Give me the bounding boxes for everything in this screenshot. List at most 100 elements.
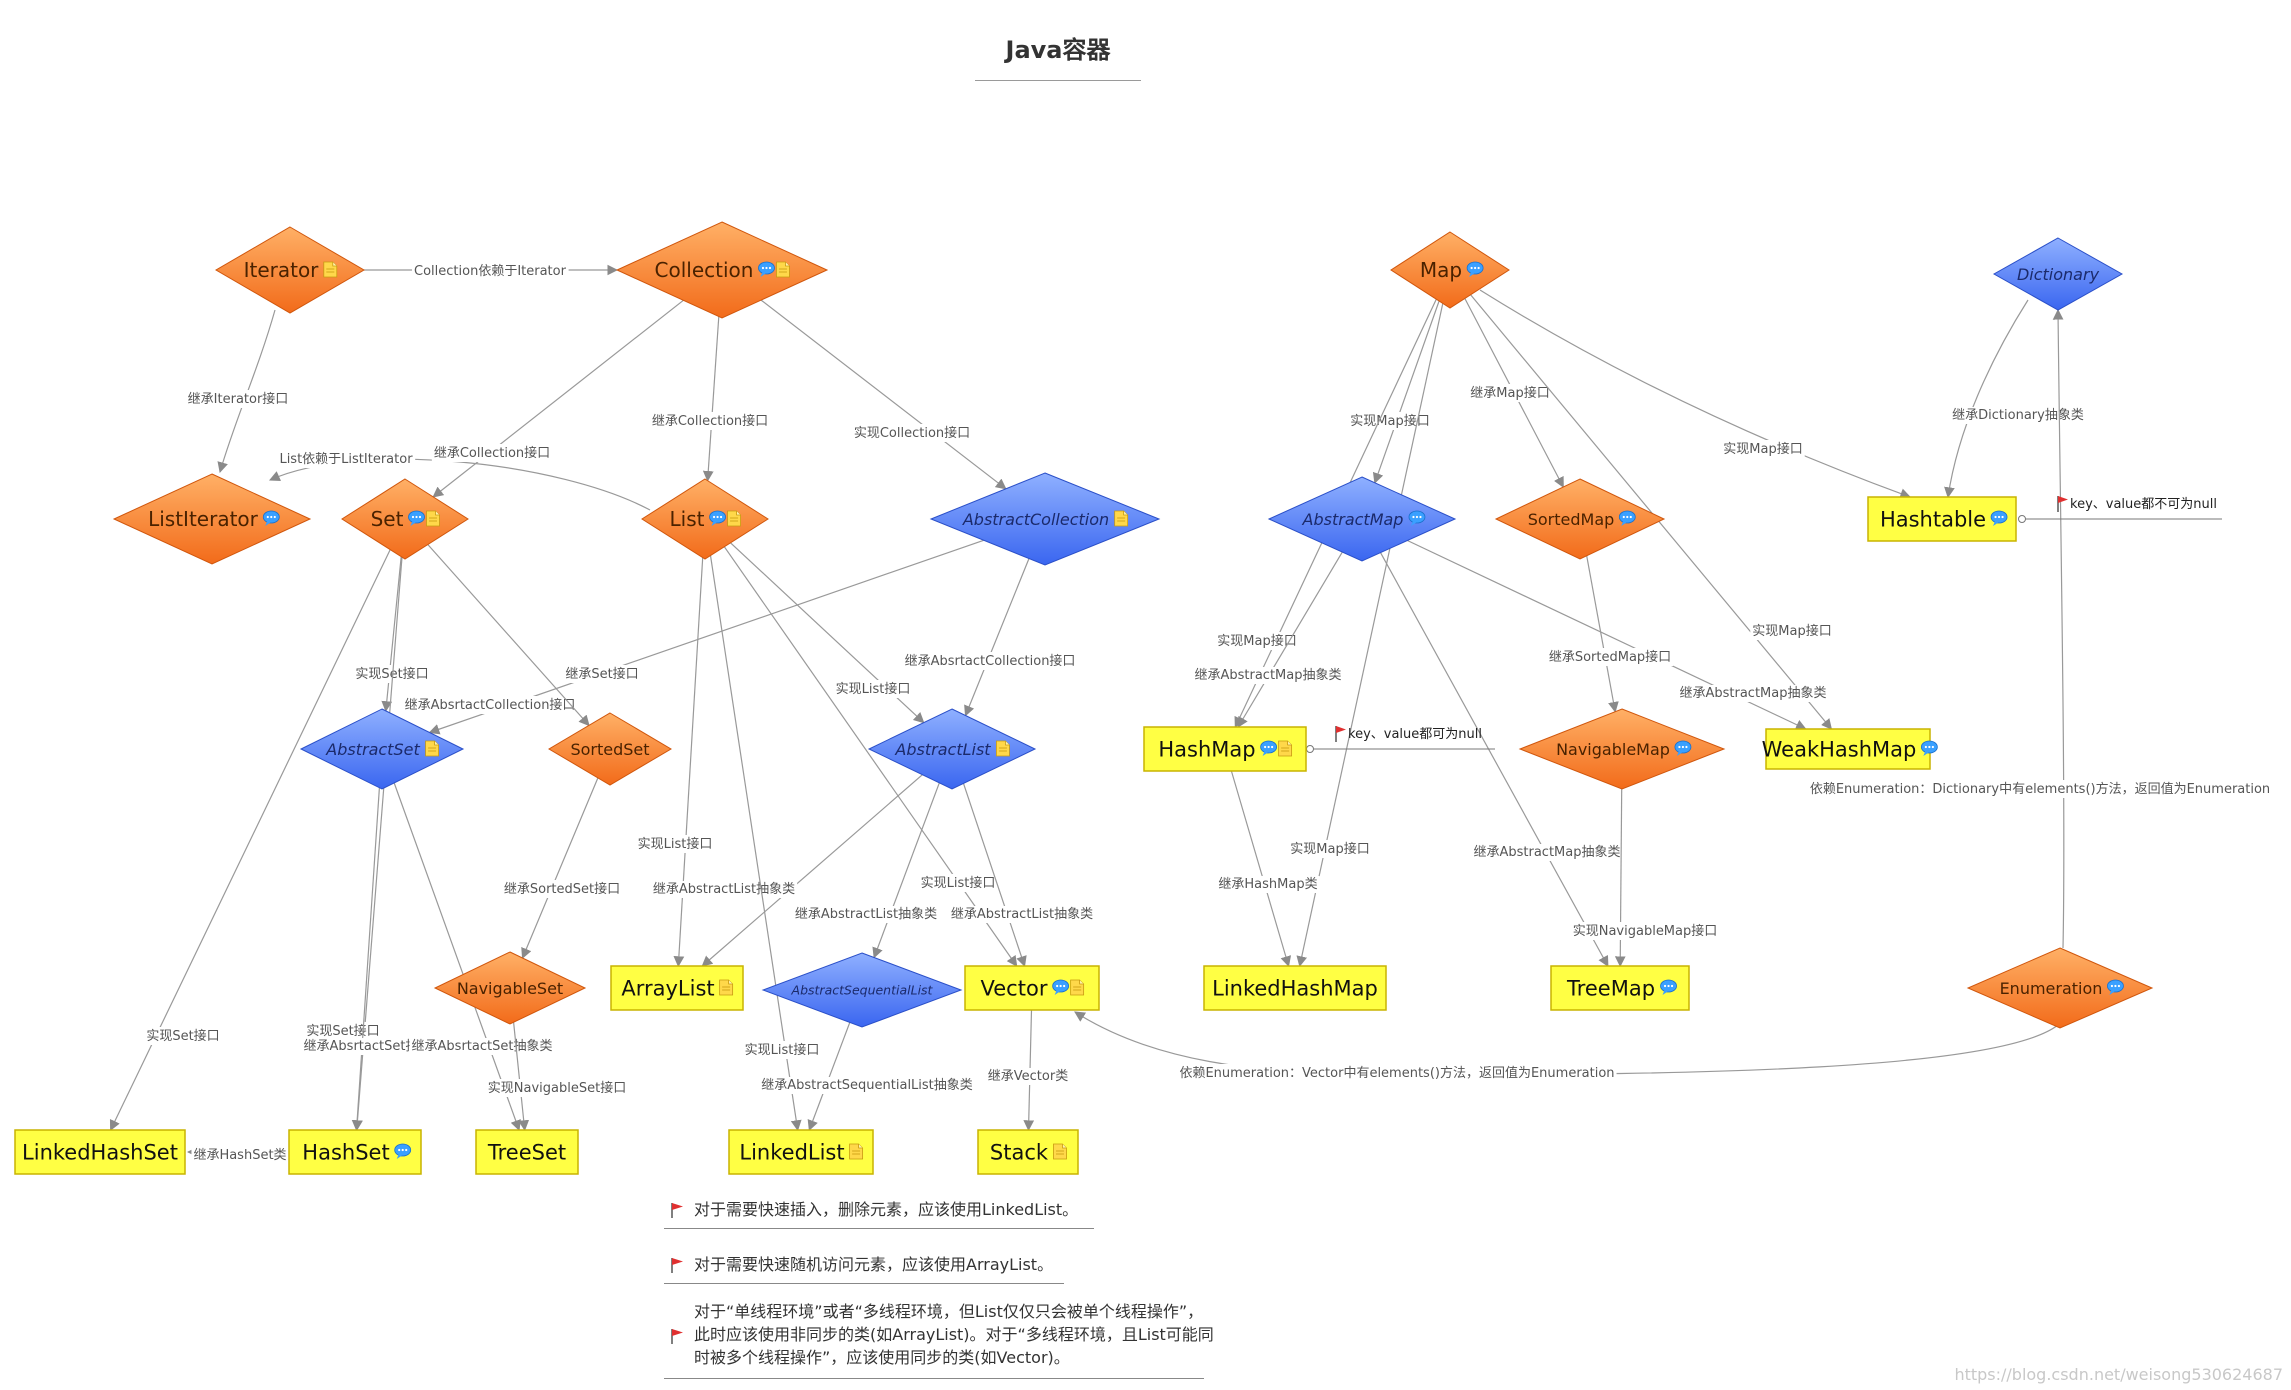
note-icon[interactable] bbox=[849, 1143, 864, 1160]
edge-label-bg bbox=[1546, 648, 1674, 666]
node-label: TreeSet bbox=[487, 1141, 566, 1165]
node-navigableset[interactable]: NavigableSet bbox=[433, 951, 587, 1025]
watermark: https://blog.csdn.net/weisong530624687 bbox=[1954, 1365, 2283, 1384]
node-label: AbstractCollection bbox=[962, 510, 1109, 529]
node-abstractsequentiallist[interactable]: AbstractSequentialList bbox=[761, 952, 963, 1028]
comment-icon[interactable] bbox=[1660, 979, 1677, 995]
edge-label: 继承HashSet类 bbox=[193, 1148, 286, 1163]
edge-label: List依赖于ListIterator bbox=[279, 452, 413, 467]
node-iterator[interactable]: Iterator bbox=[215, 226, 365, 314]
abstract-diamond bbox=[1992, 237, 2124, 311]
node-enumeration[interactable]: Enumeration bbox=[1966, 947, 2154, 1029]
edge-label-bg bbox=[1288, 840, 1372, 858]
node-list[interactable]: List bbox=[641, 478, 769, 560]
comment-icon[interactable] bbox=[1618, 510, 1636, 526]
edge-label-bg bbox=[1677, 685, 1829, 702]
note-icon[interactable] bbox=[323, 261, 338, 278]
node-label: AbstractMap bbox=[1302, 510, 1404, 529]
comment-icon[interactable] bbox=[1674, 740, 1692, 756]
node-listiterator[interactable]: ListIterator bbox=[112, 473, 312, 565]
comment-icon[interactable] bbox=[758, 261, 775, 277]
title-underline bbox=[975, 80, 1141, 81]
interface-diamond bbox=[1390, 231, 1510, 309]
edge-abstractmap-to-weakhashmap: 继承AbstractMap抽象类 bbox=[1407, 539, 1829, 730]
node-weakhashmap[interactable]: WeakHashMap bbox=[1762, 728, 1938, 770]
node-collection[interactable]: Collection bbox=[615, 221, 829, 319]
comment-icon[interactable] bbox=[1920, 740, 1938, 756]
comment-icon[interactable] bbox=[408, 510, 425, 526]
edge-navigableset-to-treeset: 实现NavigableSet接口 bbox=[485, 1022, 629, 1132]
note-icon[interactable] bbox=[996, 740, 1010, 757]
class-box bbox=[728, 1129, 874, 1175]
edge-line bbox=[427, 544, 590, 727]
edge-label: 实现NavigableMap接口 bbox=[1573, 923, 1718, 939]
note-icon[interactable] bbox=[1053, 1143, 1067, 1160]
edge-abstractmap-to-hashmap: 继承AbstractMap抽象类 bbox=[1192, 551, 1344, 728]
node-label: Vector bbox=[981, 977, 1048, 1001]
node-treemap[interactable]: TreeMap bbox=[1550, 965, 1690, 1011]
note-icon[interactable] bbox=[1070, 979, 1085, 996]
comment-icon[interactable] bbox=[1260, 740, 1278, 756]
note-icon[interactable] bbox=[1114, 510, 1129, 527]
comment-icon[interactable] bbox=[1990, 510, 2008, 526]
node-hashset[interactable]: HashSet bbox=[288, 1129, 422, 1175]
edge-label: 继承HashMap类 bbox=[1218, 877, 1317, 892]
edge-iterator-to-listiterator: 继承Iterator接口 bbox=[185, 309, 291, 474]
note-icon[interactable] bbox=[425, 740, 439, 757]
callout-hashtable: key、value都不可为null bbox=[2018, 496, 2222, 523]
node-set[interactable]: Set bbox=[341, 478, 469, 560]
node-label: List bbox=[670, 507, 705, 531]
comment-icon[interactable] bbox=[1052, 979, 1070, 995]
node-label: Collection bbox=[655, 258, 754, 282]
note-icon[interactable] bbox=[426, 510, 440, 527]
abstract-diamond bbox=[867, 708, 1037, 790]
node-vector[interactable]: Vector bbox=[964, 965, 1100, 1011]
node-label: LinkedHashMap bbox=[1212, 977, 1378, 1001]
node-linkedhashmap[interactable]: LinkedHashMap bbox=[1203, 965, 1387, 1011]
comment-icon[interactable] bbox=[394, 1143, 412, 1159]
node-abstractmap[interactable]: AbstractMap bbox=[1267, 476, 1457, 562]
edge-label: 实现Set接口 bbox=[306, 1023, 379, 1039]
edge-line bbox=[1296, 303, 1444, 968]
node-linkedlist[interactable]: LinkedList bbox=[728, 1129, 874, 1175]
comment-icon[interactable] bbox=[262, 510, 280, 526]
edge-line bbox=[521, 777, 599, 959]
edge-line bbox=[513, 1022, 530, 1132]
node-hashmap[interactable]: HashMap bbox=[1143, 726, 1307, 772]
node-abstractlist[interactable]: AbstractList bbox=[867, 708, 1037, 790]
note-icon[interactable] bbox=[776, 261, 790, 278]
comment-icon[interactable] bbox=[709, 510, 726, 526]
edge-label-bg bbox=[191, 1147, 289, 1164]
note-icon[interactable] bbox=[719, 979, 734, 996]
node-arraylist[interactable]: ArrayList bbox=[610, 965, 744, 1011]
edge-label-bg bbox=[948, 906, 1096, 923]
note-icon[interactable] bbox=[1278, 740, 1293, 757]
node-sortedmap[interactable]: SortedMap bbox=[1494, 478, 1666, 560]
edge-line bbox=[1230, 770, 1292, 968]
comment-icon[interactable] bbox=[2107, 979, 2124, 995]
edge-line bbox=[964, 558, 1030, 717]
edge-hashmap-to-linkedhashmap: 继承HashMap类 bbox=[1216, 770, 1320, 968]
node-linkedhashset[interactable]: LinkedHashSet bbox=[14, 1129, 186, 1175]
node-dictionary[interactable]: Dictionary bbox=[1992, 237, 2124, 311]
node-abstractset[interactable]: AbstractSet bbox=[299, 708, 465, 790]
node-hashtable[interactable]: Hashtable bbox=[1867, 496, 2017, 542]
comment-icon[interactable] bbox=[1466, 261, 1484, 277]
edge-label-bg bbox=[985, 1068, 1071, 1085]
node-treeset[interactable]: TreeSet bbox=[475, 1129, 579, 1175]
node-map[interactable]: Map bbox=[1390, 231, 1510, 309]
node-navigablemap[interactable]: NavigableMap bbox=[1518, 708, 1726, 790]
node-abstractcollection[interactable]: AbstractCollection bbox=[929, 472, 1161, 566]
node-stack[interactable]: Stack bbox=[977, 1129, 1079, 1175]
class-box bbox=[14, 1129, 186, 1175]
node-sortedset[interactable]: SortedSet bbox=[548, 712, 672, 786]
edge-label: 继承AbstractMap抽象类 bbox=[1194, 668, 1341, 683]
nodes-layer: Iterator Collection Map DictionaryListItera… bbox=[14, 221, 2154, 1175]
comment-icon[interactable] bbox=[1408, 510, 1426, 526]
node-label: NavigableMap bbox=[1556, 740, 1670, 759]
note-icon[interactable] bbox=[727, 510, 741, 527]
edge-label: 继承AbstractSequentialList抽象类 bbox=[761, 1078, 973, 1093]
edge-abstractcollection-to-abstractset: 继承AbsrtactCollection接口 bbox=[402, 539, 984, 735]
edge-label-bg bbox=[144, 1027, 222, 1045]
